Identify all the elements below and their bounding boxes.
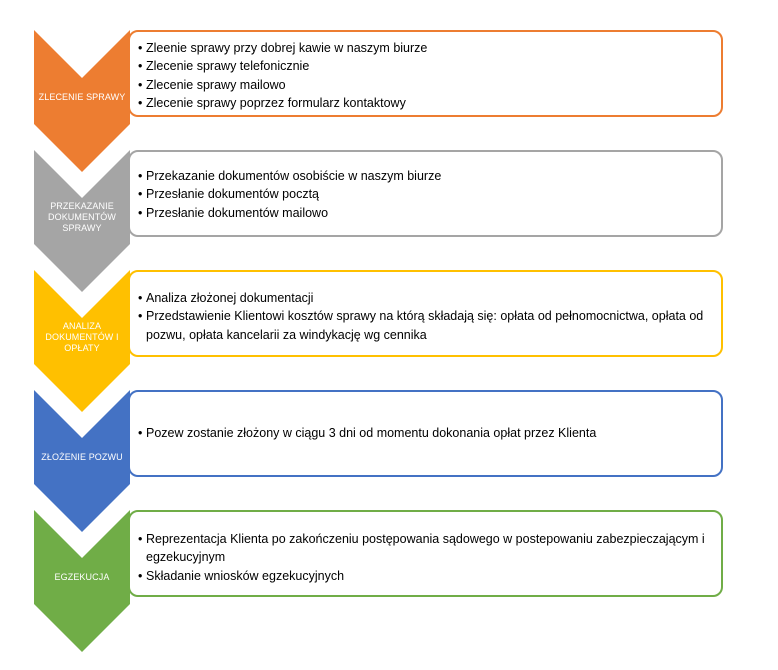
list-item: Zlecenie sprawy mailowo <box>138 76 713 95</box>
chevron-arrow-icon <box>34 150 130 292</box>
list-item: Pozew zostanie złożony w ciągu 3 dni od … <box>138 424 596 443</box>
step-details-list: Pozew zostanie złożony w ciągu 3 dni od … <box>138 424 596 443</box>
step-details-box: Pozew zostanie złożony w ciągu 3 dni od … <box>128 390 723 477</box>
step-details-box: Analiza złożonej dokumentacji Przedstawi… <box>128 270 723 357</box>
step-zlecenie-sprawy: ZLECENIE SPRAWY Zleenie sprawy przy dobr… <box>0 30 778 172</box>
step-analiza-dokumentow: ANALIZA DOKUMENTÓW I OPŁATY Analiza złoż… <box>0 270 778 412</box>
list-item: Przekazanie dokumentów osobiście w naszy… <box>138 167 713 186</box>
step-label: ZŁOŻENIE POZWU <box>41 451 123 462</box>
step-details-list: Przekazanie dokumentów osobiście w naszy… <box>138 167 713 222</box>
chevron-arrow-icon <box>34 390 130 532</box>
step-details-box: Przekazanie dokumentów osobiście w naszy… <box>128 150 723 237</box>
step-label: ANALIZA DOKUMENTÓW I OPŁATY <box>45 320 119 353</box>
chevron-arrow-icon <box>34 270 130 412</box>
list-item: Przesłanie dokumentów mailowo <box>138 204 713 223</box>
chevron-arrow-icon <box>34 510 130 652</box>
step-details-list: Analiza złożonej dokumentacji Przedstawi… <box>138 289 713 344</box>
step-details-box: Reprezentacja Klienta po zakończeniu pos… <box>128 510 723 597</box>
list-item: Zlecenie sprawy poprzez formularz kontak… <box>138 94 713 113</box>
list-item: Przedstawienie Klientowi kosztów sprawy … <box>138 307 713 344</box>
list-item: Przesłanie dokumentów pocztą <box>138 185 713 204</box>
step-zlozenie-pozwu: ZŁOŻENIE POZWU Pozew zostanie złożony w … <box>0 390 778 532</box>
step-label: ZLECENIE SPRAWY <box>38 91 126 102</box>
step-label: EGZEKUCJA <box>54 571 110 582</box>
step-details-box: Zleenie sprawy przy dobrej kawie w naszy… <box>128 30 723 117</box>
list-item: Zleenie sprawy przy dobrej kawie w naszy… <box>138 39 713 58</box>
step-details-list: Reprezentacja Klienta po zakończeniu pos… <box>138 530 713 585</box>
chevron-arrow-icon <box>34 30 130 172</box>
step-egzekucja: EGZEKUCJA Reprezentacja Klienta po zakoń… <box>0 510 778 652</box>
step-label: PRZEKAZANIE DOKUMENTÓW SPRAWY <box>48 200 116 233</box>
list-item: Analiza złożonej dokumentacji <box>138 289 713 308</box>
list-item: Składanie wniosków egzekucyjnych <box>138 567 713 586</box>
step-details-list: Zleenie sprawy przy dobrej kawie w naszy… <box>138 39 713 112</box>
list-item: Zlecenie sprawy telefonicznie <box>138 57 713 76</box>
step-przekazanie-dokumentow: PRZEKAZANIE DOKUMENTÓW SPRAWY Przekazani… <box>0 150 778 292</box>
list-item: Reprezentacja Klienta po zakończeniu pos… <box>138 530 713 567</box>
